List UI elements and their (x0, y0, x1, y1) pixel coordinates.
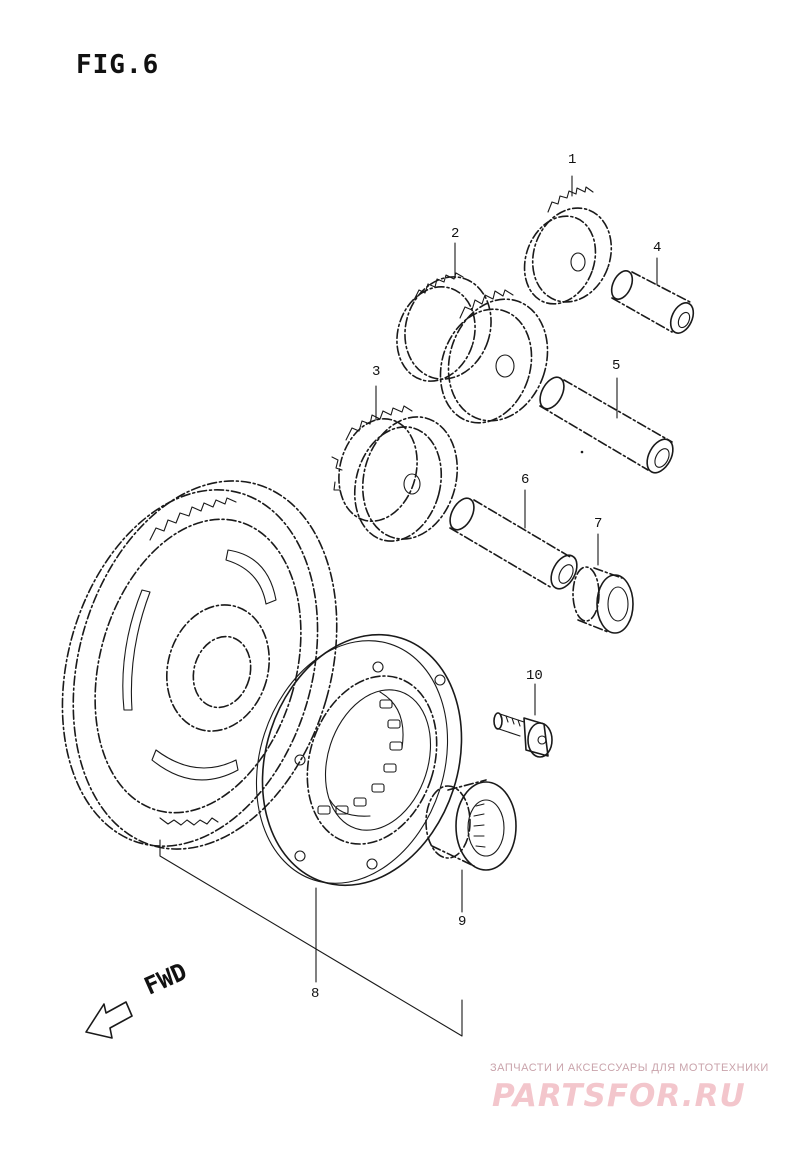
assembly-leader-lines (159, 839, 463, 1037)
figure-title: FIG.6 (76, 50, 160, 80)
part-7-bushing (572, 533, 634, 634)
part-8-starter-clutch (255, 633, 463, 887)
part-1-gear (523, 175, 613, 305)
callout-10: 10 (526, 668, 543, 684)
arrow-left-outline-icon (85, 1001, 133, 1039)
callout-8: 8 (311, 986, 320, 1002)
callout-2: 2 (451, 226, 460, 242)
callout-9: 9 (458, 914, 467, 930)
callout-3: 3 (372, 364, 381, 380)
watermark-tagline: ЗАПЧАСТИ И АКСЕССУАРЫ ДЛЯ МОТОТЕХНИКИ (490, 1062, 769, 1074)
part-10-bolt (493, 683, 553, 758)
part-9-bearing (425, 779, 517, 913)
watermark-logo: PARTSFOR.RU (492, 1078, 746, 1114)
part-6-shaft (449, 489, 578, 590)
callout-1: 1 (568, 152, 577, 168)
starter-driven-gear (61, 480, 338, 850)
callout-5: 5 (612, 358, 621, 374)
part-5-shaft (539, 376, 674, 474)
part-3-gear (331, 385, 459, 542)
callout-6: 6 (521, 472, 530, 488)
callout-7: 7 (594, 516, 603, 532)
part-2-gear (396, 242, 549, 424)
part-4-shaft (610, 257, 695, 334)
callout-4: 4 (653, 240, 662, 256)
